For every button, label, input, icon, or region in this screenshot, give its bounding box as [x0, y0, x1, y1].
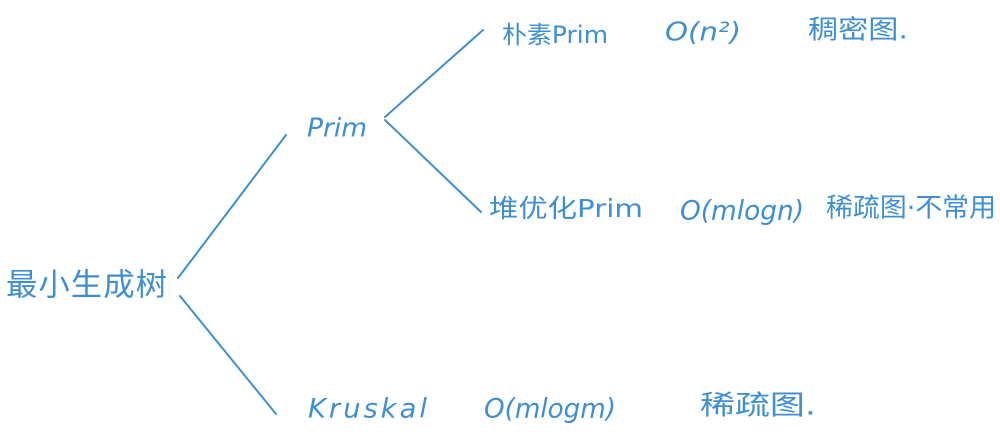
- heap-prim-complexity: O(mlogn): [680, 196, 804, 227]
- naive-prim-note: 稠密图.: [808, 16, 908, 46]
- root-node-label: 最小生成树: [6, 268, 168, 304]
- edge-prim-to-heap: [384, 119, 482, 213]
- prim-node-label: Prim: [307, 114, 367, 144]
- edge-root-to-kruskal: [179, 295, 277, 415]
- kruskal-note: 稀疏图.: [700, 391, 816, 422]
- kruskal-name: Kruskal: [308, 394, 430, 425]
- heap-prim-note: 稀疏图·不常用: [826, 194, 996, 224]
- heap-prim-name: 堆优化Prim: [489, 194, 643, 223]
- kruskal-complexity: O(mlogm): [484, 394, 616, 425]
- edge-root-to-prim: [177, 134, 287, 279]
- edge-prim-to-naive: [384, 29, 484, 118]
- naive-prim-complexity: O(n²): [665, 18, 741, 48]
- naive-prim-name: 朴素Prim: [502, 21, 608, 49]
